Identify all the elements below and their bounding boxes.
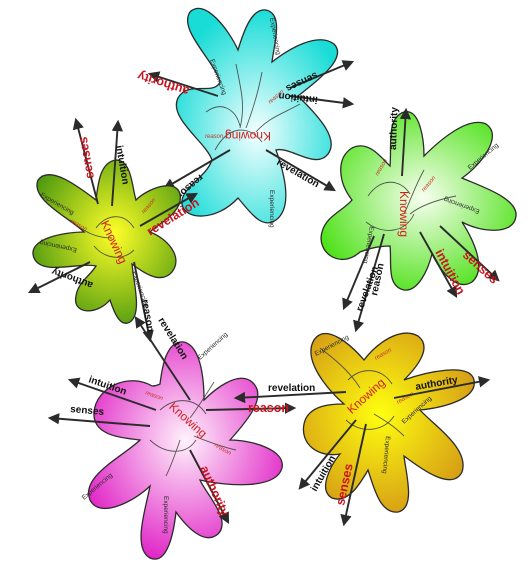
inner-label-reason: reason [205, 134, 224, 140]
blob-gold: Experiencing Experiencing Experiencing r… [236, 333, 488, 524]
arrow-label-authority: authority [388, 107, 401, 151]
blob-green: Experiencing Experiencing Experiencing r… [321, 107, 516, 330]
arrow-label-authority: authority [50, 265, 94, 290]
arrow-label-senses: senses [70, 404, 105, 418]
blob-magenta-shape [89, 342, 283, 559]
inner-label-experiencing: Experiencing [268, 190, 275, 228]
arrow-label-reason: reason [248, 401, 289, 415]
arrow-label-revelation: revelation [268, 383, 315, 394]
blob-cyan-shape [176, 8, 337, 222]
blob-magenta: Experiencing Experiencing Experiencing r… [50, 316, 294, 559]
inner-label-experiencing: Experiencing [162, 496, 169, 534]
inner-label-experiencing: Experiencing [197, 331, 230, 362]
core-label-knowing: Knowing [397, 191, 411, 237]
arrow-label-authority: authority [136, 69, 191, 99]
arrow-label-senses: senses [76, 136, 97, 180]
core-label-knowing: Knowing [225, 129, 271, 143]
blob-olive: Experiencing Experiencing Experiencing r… [30, 120, 202, 340]
